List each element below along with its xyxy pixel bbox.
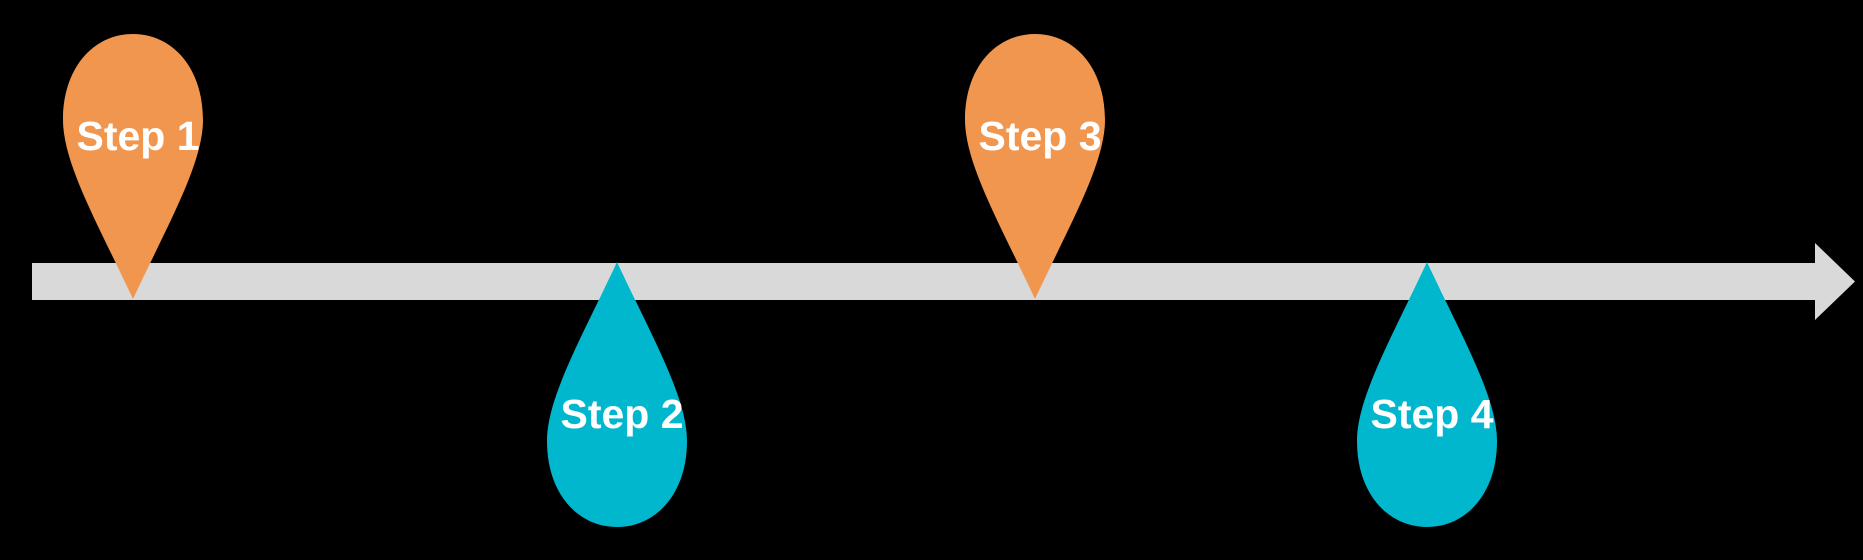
step-marker-3: Step 3 [965,34,1105,299]
drop-marker-icon [1357,262,1497,527]
step-marker-1: Step 1 [63,34,203,299]
step-label-1: Step 1 [76,113,200,159]
step-label-2: Step 2 [560,391,684,437]
drop-marker-icon [547,262,687,527]
pin-marker-icon [965,34,1105,299]
step-label-3: Step 3 [978,113,1102,159]
step-label-4: Step 4 [1370,391,1494,437]
arrow-head-icon [1815,243,1855,320]
step-marker-2: Step 2 [547,262,687,527]
step-marker-4: Step 4 [1357,262,1497,527]
pin-marker-icon [63,34,203,299]
arrow-shaft [32,263,1817,300]
timeline-arrow [32,243,1855,320]
